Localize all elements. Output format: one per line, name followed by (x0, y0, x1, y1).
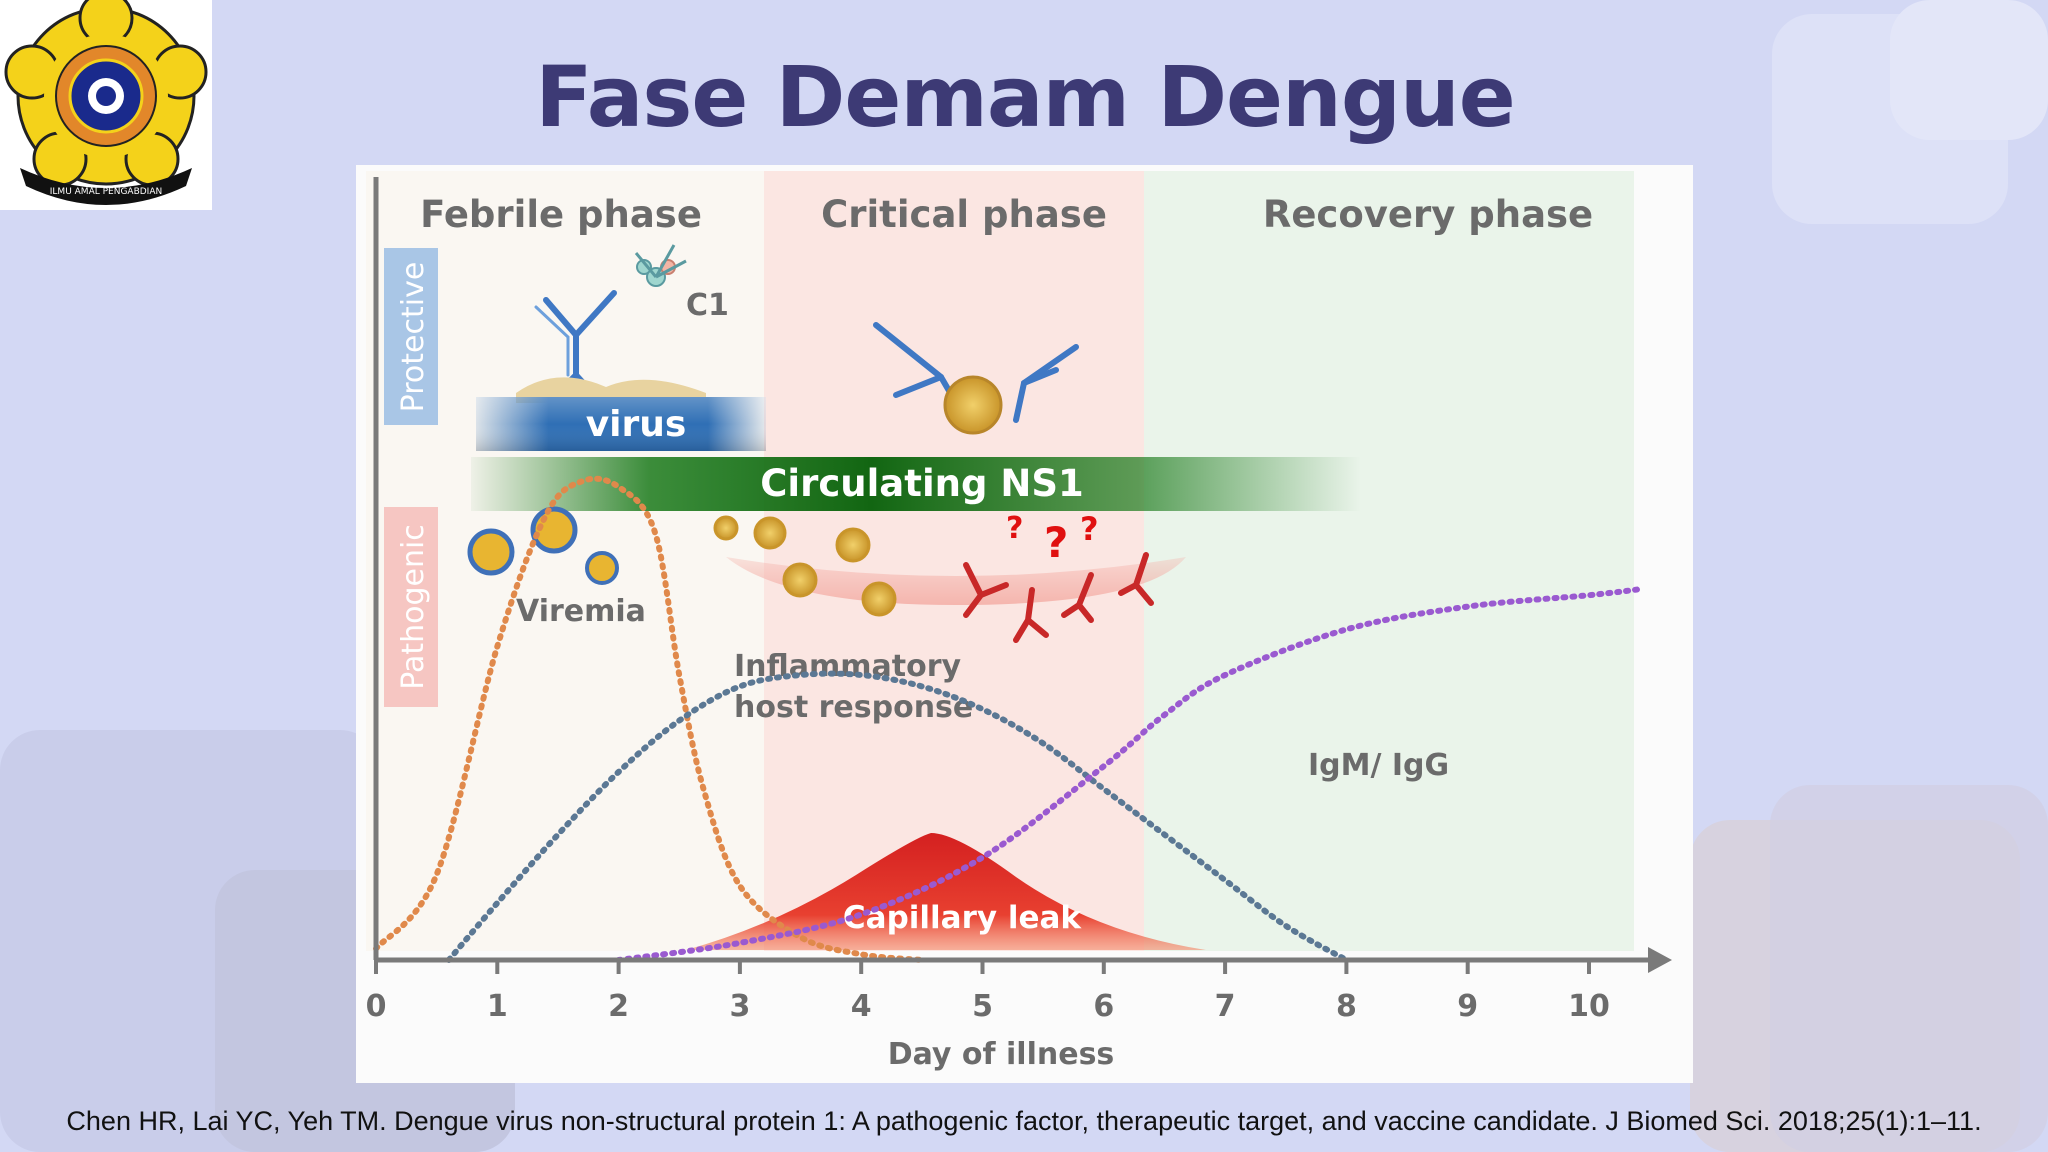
pathogenic-antibodies (963, 552, 1154, 643)
question-mark-3: ? (1080, 510, 1099, 548)
neutralizing-antibody-icon (873, 322, 1079, 423)
x-axis-arrowhead (1648, 947, 1672, 973)
x-tick-label: 4 (851, 989, 872, 1024)
curve-layer (373, 475, 1641, 963)
phase-region-recovery (1144, 171, 1634, 951)
immune-complex-virions (713, 515, 897, 617)
x-tick-label: 5 (972, 989, 993, 1024)
university-seal-icon: ILMU AMAL PENGABDIAN (4, 0, 208, 205)
slide-title: Fase Demam Dengue (535, 48, 1515, 146)
phase-region-critical (764, 171, 1144, 951)
dengue-phase-diagram: Febrile phase Critical phase Recovery ph… (366, 171, 1672, 1072)
x-axis-ticks: 0 1 2 3 4 5 6 7 8 9 10 (366, 960, 1610, 1024)
ns1-band (471, 457, 1361, 511)
inflammatory-label-line2: host response (734, 690, 973, 725)
question-mark-1: ? (1006, 511, 1023, 546)
capillary-leak-label: Capillary leak (843, 900, 1083, 936)
virus-band-shade (476, 397, 766, 451)
university-logo: ILMU AMAL PENGABDIAN (0, 0, 212, 210)
phase-label-critical: Critical phase (821, 193, 1107, 236)
pathogenic-label: Pathogenic (396, 524, 431, 690)
decor-shape-bottom-right-2 (1770, 785, 2048, 1152)
cell-membrane-shape (516, 377, 706, 403)
neutralized-virion-icon (943, 375, 1003, 435)
x-tick-label: 1 (487, 989, 508, 1024)
unknown-mechanism-marks: ? ? ? (1006, 510, 1099, 567)
question-mark-2: ? (1044, 518, 1068, 567)
x-tick-label: 10 (1568, 989, 1610, 1024)
pathogenic-label-bg (384, 507, 438, 707)
x-tick-label: 3 (729, 989, 750, 1024)
immune-complex-blob (726, 557, 1186, 605)
phase-label-febrile: Febrile phase (420, 193, 702, 236)
x-tick-label: 2 (608, 989, 629, 1024)
phase-label-recovery: Recovery phase (1263, 193, 1593, 236)
dengue-phase-figure: Febrile phase Critical phase Recovery ph… (356, 165, 1693, 1083)
logo-motto: ILMU AMAL PENGABDIAN (50, 187, 162, 197)
x-tick-label: 9 (1457, 989, 1478, 1024)
x-tick-label: 8 (1336, 989, 1357, 1024)
igm-igg-curve (615, 586, 1641, 963)
virus-band-label: virus (586, 404, 687, 445)
x-tick-label: 0 (366, 989, 387, 1024)
ns1-band-label: Circulating NS1 (760, 462, 1083, 505)
x-tick-label: 7 (1215, 989, 1236, 1024)
inflammatory-response-curve (445, 670, 1350, 963)
capillary-leak-area (686, 833, 1206, 950)
c1-label: C1 (686, 288, 729, 323)
protective-label: Protective (396, 262, 431, 413)
igm-igg-label: IgM/ IgG (1308, 748, 1449, 783)
x-axis-label: Day of illness (888, 1037, 1115, 1072)
decor-shape-top-right-2 (1890, 0, 2048, 140)
protective-label-bg (384, 248, 438, 425)
viremia-curve (373, 475, 925, 963)
viremia-label: Viremia (516, 594, 646, 629)
source-citation: Chen HR, Lai YC, Yeh TM. Dengue virus no… (66, 1106, 1982, 1136)
x-tick-label: 6 (1093, 989, 1114, 1024)
complement-c1-icon (634, 244, 687, 287)
